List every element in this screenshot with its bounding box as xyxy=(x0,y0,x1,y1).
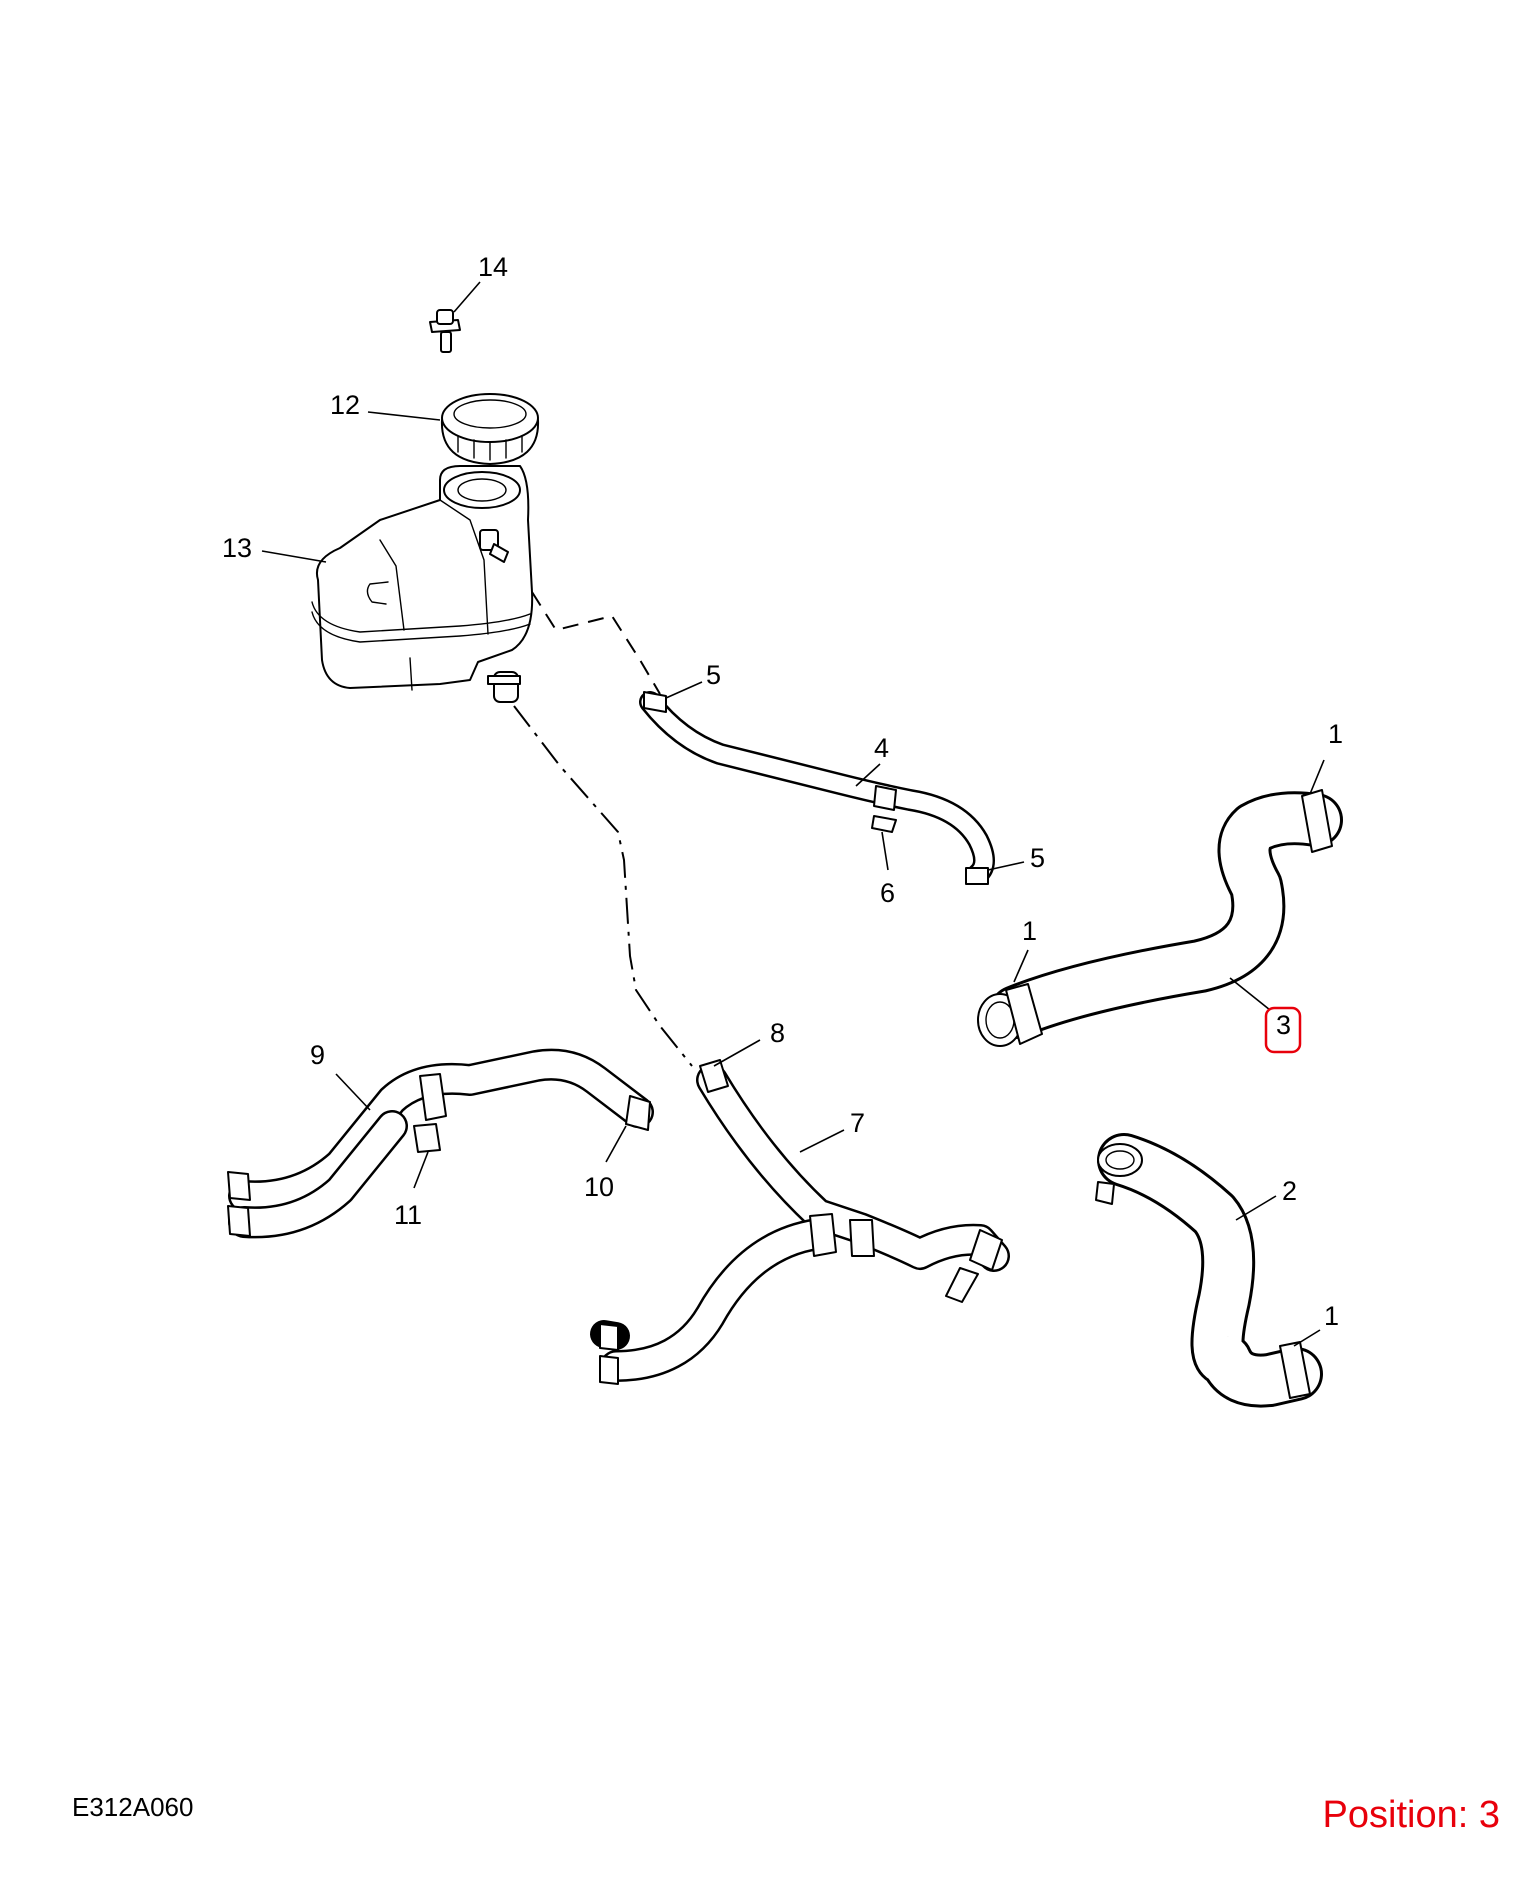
part-9-hose[interactable] xyxy=(227,1048,654,1239)
part-7-hose[interactable] xyxy=(590,1059,1010,1385)
callout-5-upper: 5 xyxy=(706,660,721,690)
callout-7: 7 xyxy=(850,1108,865,1138)
route-line-upper xyxy=(531,591,661,695)
callout-8: 8 xyxy=(770,1018,785,1048)
callout-9: 9 xyxy=(310,1040,325,1070)
part-13-expansion-tank[interactable] xyxy=(311,465,534,703)
callout-1-hose2: 1 xyxy=(1324,1301,1339,1331)
position-label: Position: 3 xyxy=(1322,1794,1500,1836)
callout-13: 13 xyxy=(222,533,252,563)
part-14-bolt[interactable] xyxy=(429,309,461,353)
route-line-lower xyxy=(513,705,693,1067)
part-12-filler-cap[interactable] xyxy=(440,393,540,465)
callout-2: 2 xyxy=(1282,1176,1297,1206)
callout-1-hose3-upper: 1 xyxy=(1328,719,1343,749)
part-2-hose[interactable] xyxy=(1095,1133,1323,1408)
part-3-hose[interactable] xyxy=(977,789,1343,1047)
callout-14: 14 xyxy=(478,252,508,282)
callout-12: 12 xyxy=(330,390,360,420)
callout-1-hose3-lower: 1 xyxy=(1022,916,1037,946)
callout-6: 6 xyxy=(880,878,895,908)
highlight-box xyxy=(1264,1006,1302,1054)
diagram-code: E312A060 xyxy=(72,1792,194,1822)
part-4-hose[interactable] xyxy=(639,691,995,885)
callout-10: 10 xyxy=(584,1172,614,1202)
callout-3: 3 xyxy=(1276,1010,1291,1040)
callout-5-lower: 5 xyxy=(1030,843,1045,873)
callout-4: 4 xyxy=(874,733,889,763)
callout-11: 11 xyxy=(394,1200,422,1230)
